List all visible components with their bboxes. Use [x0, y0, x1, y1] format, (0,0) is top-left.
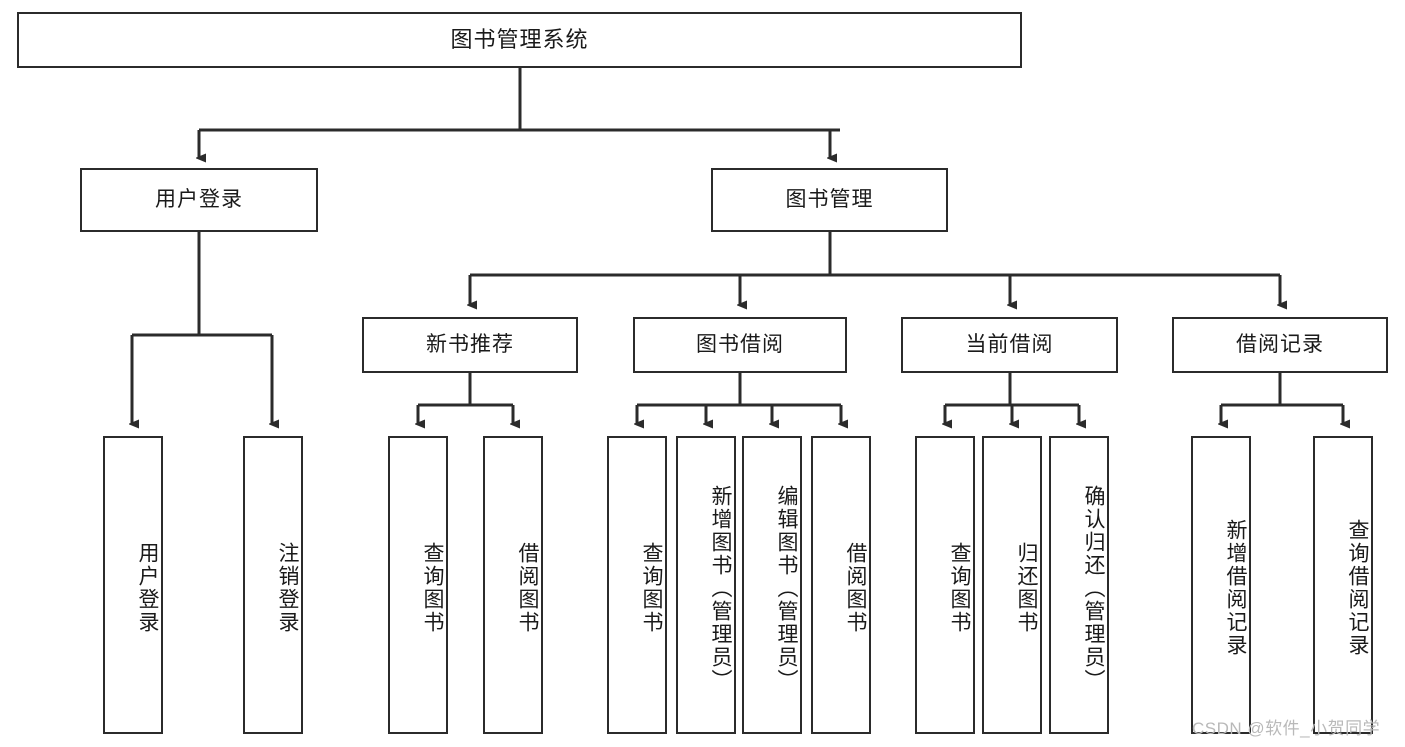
- leaf-user-login-signin[interactable]: 用户登录: [103, 436, 163, 734]
- watermark-text: CSDN @软件_小贺同学: [1192, 719, 1381, 738]
- leaf-new-book-borrow[interactable]: 借阅图书: [483, 436, 543, 734]
- node-current-borrow[interactable]: 当前借阅: [901, 317, 1118, 373]
- leaf-label: 查询图书: [421, 542, 444, 634]
- leaf-label: 用户登录: [136, 542, 159, 634]
- node-borrow-record[interactable]: 借阅记录: [1172, 317, 1388, 373]
- leaf-book-borrow-borrow[interactable]: 借阅图书: [811, 436, 871, 734]
- node-root-system[interactable]: 图书管理系统: [17, 12, 1022, 68]
- leaf-book-borrow-query[interactable]: 查询图书: [607, 436, 667, 734]
- leaf-current-borrow-return[interactable]: 归还图书: [982, 436, 1042, 734]
- leaf-borrow-record-add[interactable]: 新增借阅记录: [1191, 436, 1251, 734]
- leaf-book-borrow-edit[interactable]: 编辑图书（管理员）: [742, 436, 802, 734]
- leaf-label: 确认归还（管理员）: [1082, 484, 1105, 692]
- leaf-borrow-record-query[interactable]: 查询借阅记录: [1313, 436, 1373, 734]
- leaf-label: 借阅图书: [844, 542, 867, 634]
- leaf-label: 查询图书: [948, 542, 971, 634]
- leaf-user-login-signout[interactable]: 注销登录: [243, 436, 303, 734]
- node-user-login[interactable]: 用户登录: [80, 168, 318, 232]
- leaf-label: 查询图书: [640, 542, 663, 634]
- leaf-label: 查询借阅记录: [1346, 519, 1369, 657]
- leaf-label: 新增借阅记录: [1224, 519, 1247, 657]
- leaf-label: 新增图书（管理员）: [709, 484, 732, 692]
- leaf-label: 注销登录: [276, 542, 299, 634]
- leaf-label: 借阅图书: [516, 542, 539, 634]
- node-new-book-recommend[interactable]: 新书推荐: [362, 317, 578, 373]
- leaf-new-book-query[interactable]: 查询图书: [388, 436, 448, 734]
- leaf-current-borrow-confirm-return[interactable]: 确认归还（管理员）: [1049, 436, 1109, 734]
- leaf-book-borrow-add[interactable]: 新增图书（管理员）: [676, 436, 736, 734]
- leaf-current-borrow-query[interactable]: 查询图书: [915, 436, 975, 734]
- leaf-label: 归还图书: [1015, 542, 1038, 634]
- leaf-label: 编辑图书（管理员）: [775, 484, 798, 692]
- node-book-management[interactable]: 图书管理: [711, 168, 948, 232]
- node-book-borrow[interactable]: 图书借阅: [633, 317, 847, 373]
